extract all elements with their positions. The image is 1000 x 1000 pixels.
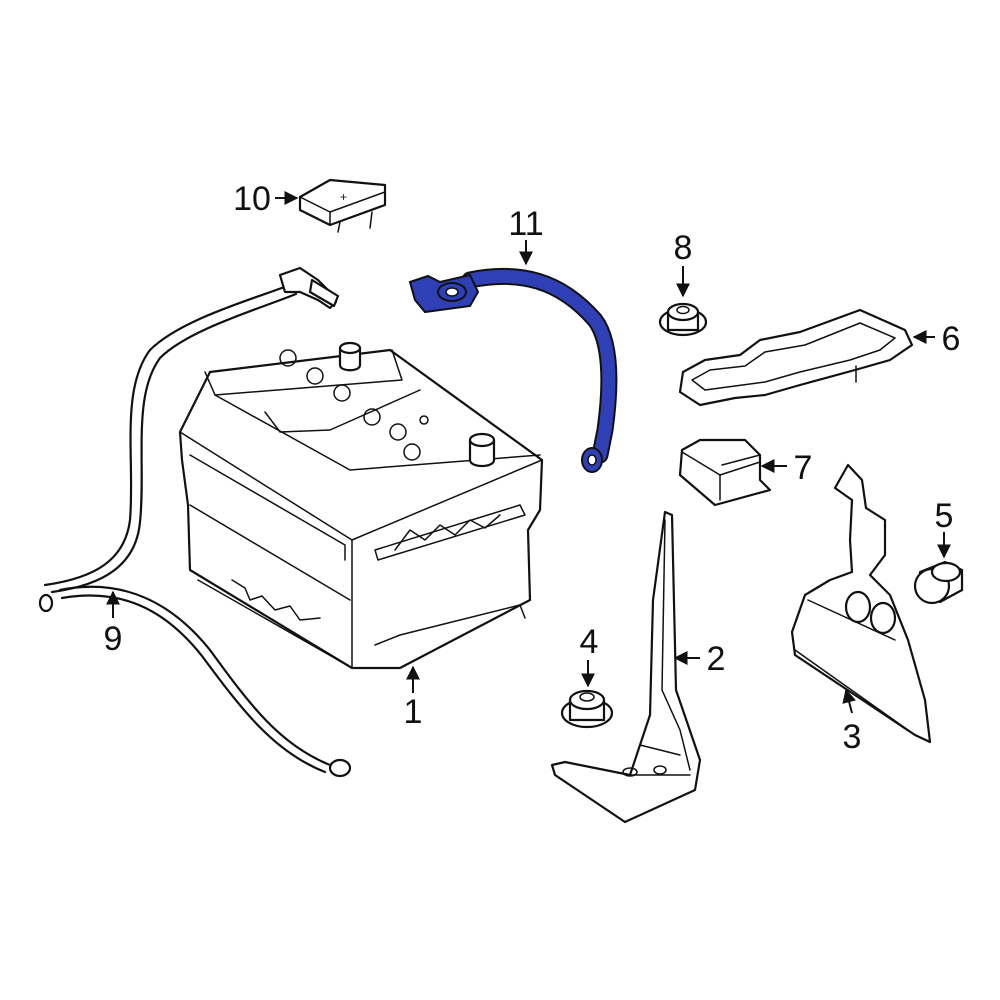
leader-3 — [842, 688, 856, 714]
bracket-2[interactable] — [550, 510, 702, 824]
grommet-5[interactable] — [913, 560, 964, 605]
callout-10: 10 — [233, 180, 271, 218]
callout-leaders — [106, 191, 951, 714]
negative-cable[interactable] — [38, 266, 352, 778]
callout-3: 3 — [843, 718, 862, 756]
positive-cable[interactable] — [408, 267, 618, 473]
nut-4[interactable] — [560, 689, 614, 729]
nut-8[interactable] — [658, 302, 708, 337]
callout-11: 11 — [508, 205, 543, 243]
callout-4: 4 — [580, 623, 599, 661]
callout-7: 7 — [794, 449, 813, 487]
hold-down-frame[interactable] — [678, 308, 914, 407]
terminal-cover[interactable]: + — [298, 178, 387, 233]
callout-2: 2 — [707, 640, 726, 678]
callout-9: 9 — [104, 620, 123, 658]
callout-1: 1 — [404, 693, 423, 731]
battery[interactable] — [178, 341, 544, 670]
callout-5: 5 — [935, 497, 954, 535]
tray-3[interactable] — [790, 463, 932, 744]
callout-6: 6 — [942, 320, 961, 358]
plus-symbol: + — [340, 190, 347, 204]
callout-8: 8 — [674, 229, 693, 267]
callout-labels: 1 2 3 4 5 6 7 8 9 10 11 — [104, 180, 961, 756]
pad-7[interactable] — [678, 438, 772, 507]
